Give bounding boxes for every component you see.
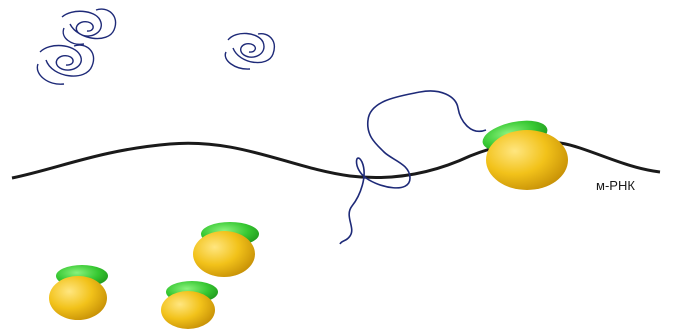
- free-ribosome: [49, 265, 108, 320]
- folded-protein: [225, 33, 274, 69]
- free-ribosome: [161, 281, 218, 329]
- folded-protein: [37, 45, 93, 84]
- large-subunit: [193, 231, 255, 277]
- large-subunit: [161, 291, 215, 329]
- large-subunit: [49, 276, 107, 320]
- polypeptide-chain: [340, 91, 486, 244]
- folded-protein: [62, 9, 116, 44]
- free-ribosome: [193, 222, 259, 277]
- large-subunit: [486, 130, 568, 190]
- mrna-label: м-РНК: [596, 178, 635, 193]
- active-ribosome: [480, 115, 568, 190]
